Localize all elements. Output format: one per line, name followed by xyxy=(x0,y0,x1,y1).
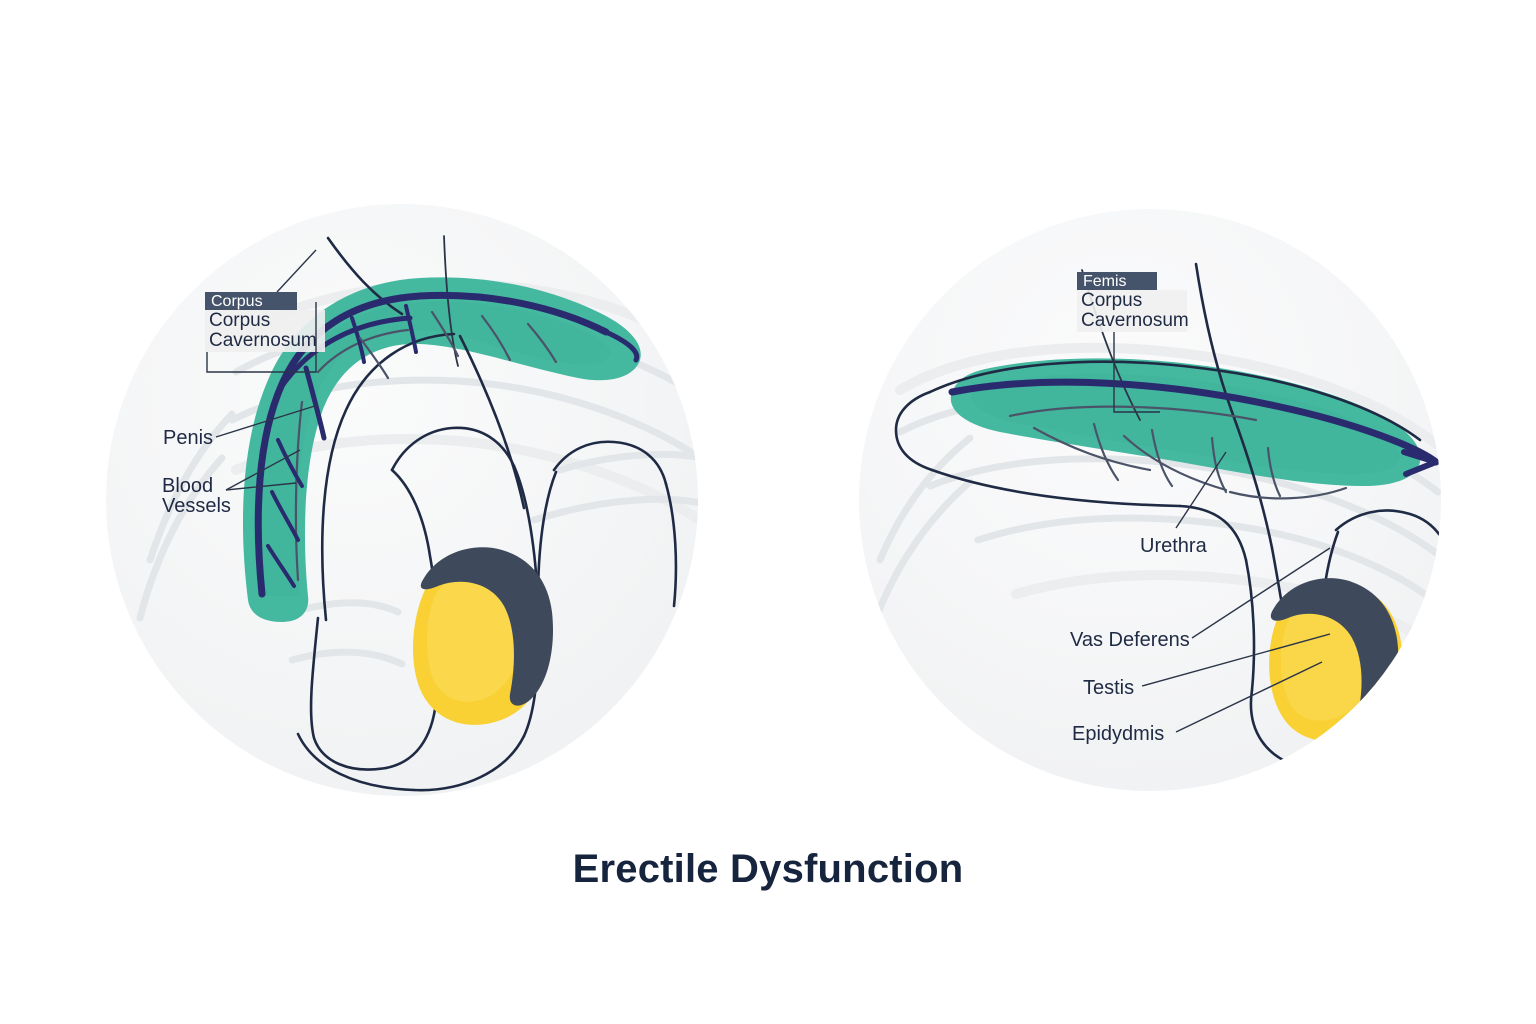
right-corpus-inner-shade xyxy=(971,373,1400,474)
right-label-testis[interactable]: Testis xyxy=(1083,633,1331,699)
right-label-vas-deferens[interactable]: Vas Deferens xyxy=(1070,547,1331,651)
right-label-epidydmis[interactable]: Epidydmis xyxy=(1072,661,1323,745)
left-callout-body-line1: Corpus xyxy=(209,310,270,331)
right-callout-header-text: Femis xyxy=(1083,273,1127,290)
left-callout-header-bar xyxy=(205,292,297,310)
left-callout-leader-up xyxy=(276,249,317,293)
left-callout-body-bg xyxy=(205,310,325,352)
left-label-bv-leader-1 xyxy=(225,449,301,491)
right-label-epidydmis-leader xyxy=(1175,661,1323,733)
left-label-blood-vessels-line1: Blood xyxy=(162,475,213,497)
left-corpus-inner-shade xyxy=(258,301,611,596)
right-label-epidydmis-text: Epidydmis xyxy=(1072,723,1164,745)
figure-title: Erectile Dysfunction xyxy=(573,847,964,891)
right-callout-body-line1: Corpus xyxy=(1081,290,1142,311)
right-callout-body-line2: Cavernosum xyxy=(1081,310,1189,331)
right-label-testis-leader xyxy=(1141,633,1331,687)
left-blood-vessels xyxy=(254,291,640,598)
right-label-vas-deferens-leader xyxy=(1191,547,1331,639)
left-callout-body-line2: Cavernosum xyxy=(209,330,317,351)
left-callout-bracket xyxy=(206,302,317,373)
right-callout-leader xyxy=(1113,332,1160,413)
left-panel: Corpus Corpus Cavernosum Penis Blood Ves… xyxy=(106,204,698,796)
left-callout-box[interactable]: Corpus Corpus Cavernosum xyxy=(205,249,325,373)
right-corpus-cavernosum-shape xyxy=(950,358,1421,486)
right-label-testis-text: Testis xyxy=(1083,677,1134,699)
right-label-urethra[interactable]: Urethra xyxy=(1140,451,1227,557)
right-callout-body-bg xyxy=(1077,290,1187,332)
left-label-blood-vessels[interactable]: Blood Vessels xyxy=(162,449,301,517)
right-label-urethra-text: Urethra xyxy=(1140,535,1208,557)
left-corpus-cavernosum-shape xyxy=(242,277,641,622)
left-label-blood-vessels-line2: Vessels xyxy=(162,495,231,517)
right-label-urethra-leader xyxy=(1175,451,1227,529)
left-label-penis[interactable]: Penis xyxy=(163,404,319,449)
right-label-vas-deferens-text: Vas Deferens xyxy=(1070,629,1190,651)
left-label-bv-leader-2 xyxy=(225,482,297,491)
left-label-penis-leader xyxy=(215,404,319,438)
left-testis-highlight xyxy=(426,570,525,702)
right-callout-header-bar xyxy=(1077,272,1157,290)
right-callout-box[interactable]: Femis Corpus Cavernosum xyxy=(1077,272,1189,413)
left-callout-header-text: Corpus xyxy=(211,293,263,310)
left-label-penis-text: Penis xyxy=(163,427,213,449)
left-epididymis-shape xyxy=(420,547,554,706)
right-blood-vessels xyxy=(948,378,1440,500)
